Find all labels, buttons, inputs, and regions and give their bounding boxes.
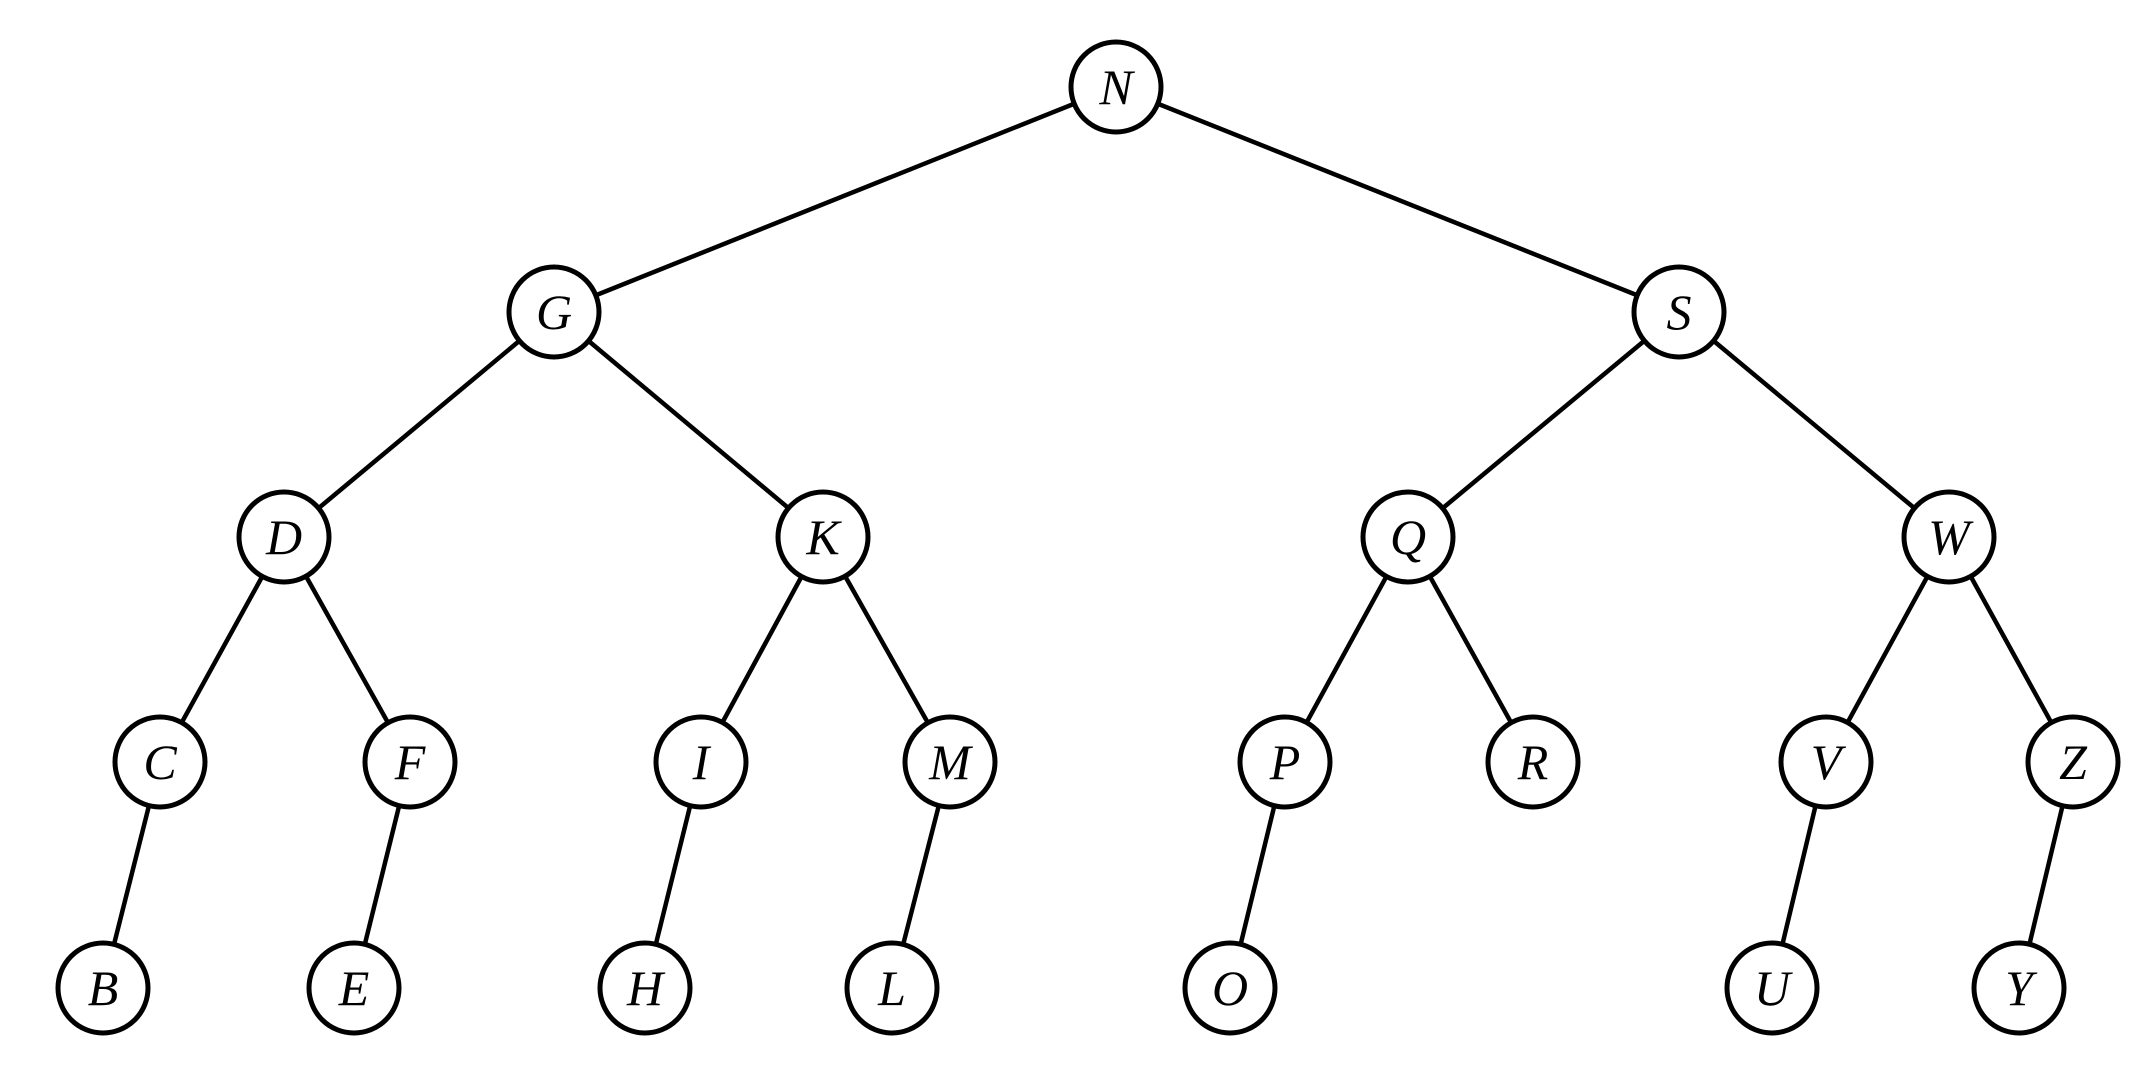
tree-node-circle-K — [775, 489, 871, 585]
tree-node-B: B — [55, 940, 151, 1036]
tree-node-label-Y: Y — [2005, 960, 2038, 1016]
tree-node-L: L — [844, 940, 940, 1036]
tree-node-label-U: U — [1754, 960, 1793, 1016]
tree-node-label-F: F — [394, 734, 426, 790]
tree-node-circle-L — [844, 940, 940, 1036]
tree-node-label-D: D — [265, 509, 302, 565]
tree-node-label-H: H — [626, 960, 666, 1016]
tree-edge-G-K — [552, 310, 825, 539]
tree-node-circle-F — [362, 714, 458, 810]
tree-node-label-Z: Z — [2059, 734, 2088, 790]
tree-node-circle-N — [1068, 39, 1164, 135]
tree-node-label-O: O — [1212, 960, 1248, 1016]
tree-node-circle-Q — [1360, 489, 1456, 585]
tree-node-circle-S — [1631, 264, 1727, 360]
tree-node-N: N — [1068, 39, 1164, 135]
tree-node-label-E: E — [338, 960, 370, 1016]
tree-node-label-V: V — [1811, 734, 1847, 790]
tree-node-label-B: B — [88, 960, 119, 1016]
tree-node-I: I — [653, 714, 749, 810]
tree-node-circle-B — [55, 940, 151, 1036]
tree-node-label-P: P — [1269, 734, 1301, 790]
tree-node-label-M: M — [928, 734, 973, 790]
tree-node-G: G — [506, 264, 602, 360]
tree-node-circle-E — [306, 940, 402, 1036]
tree-node-circle-I — [653, 714, 749, 810]
tree-node-V: V — [1778, 714, 1874, 810]
tree-node-circle-C — [112, 714, 208, 810]
tree-node-label-Q: Q — [1390, 509, 1426, 565]
tree-edge-S-Q — [1406, 310, 1681, 539]
tree-node-R: R — [1485, 714, 1581, 810]
tree-node-D: D — [236, 489, 332, 585]
tree-edge-N-G — [553, 84, 1117, 315]
tree-node-label-R: R — [1517, 734, 1549, 790]
tree-node-label-W: W — [1928, 509, 1974, 565]
tree-node-S: S — [1631, 264, 1727, 360]
tree-node-H: H — [597, 940, 693, 1036]
tree-node-circle-R — [1485, 714, 1581, 810]
tree-node-circle-W — [1901, 489, 1997, 585]
tree-node-circle-V — [1778, 714, 1874, 810]
tree-node-circle-D — [236, 489, 332, 585]
tree-node-F: F — [362, 714, 458, 810]
tree-node-circle-G — [506, 264, 602, 360]
tree-edge-S-W — [1677, 310, 1951, 539]
tree-node-M: M — [902, 714, 998, 810]
tree-node-circle-M — [902, 714, 998, 810]
tree-node-circle-O — [1182, 940, 1278, 1036]
tree-node-label-S: S — [1667, 284, 1692, 340]
tree-edge-G-D — [282, 310, 556, 539]
tree-node-E: E — [306, 940, 402, 1036]
tree-node-label-N: N — [1098, 59, 1135, 115]
tree-node-circle-U — [1724, 940, 1820, 1036]
tree-node-circle-H — [597, 940, 693, 1036]
tree-node-O: O — [1182, 940, 1278, 1036]
tree-node-label-C: C — [143, 734, 177, 790]
tree-node-Z: Z — [2025, 714, 2121, 810]
tree-node-K: K — [775, 489, 871, 585]
tree-node-Y: Y — [1971, 940, 2067, 1036]
tree-node-label-G: G — [536, 284, 572, 340]
tree-node-label-I: I — [692, 734, 712, 790]
tree-node-P: P — [1237, 714, 1333, 810]
tree-node-label-K: K — [805, 509, 842, 565]
tree-node-circle-P — [1237, 714, 1333, 810]
tree-edge-N-S — [1115, 84, 1680, 315]
tree-node-Q: Q — [1360, 489, 1456, 585]
tree-node-W: W — [1901, 489, 1997, 585]
tree-node-circle-Y — [1971, 940, 2067, 1036]
tree-node-U: U — [1724, 940, 1820, 1036]
tree-node-C: C — [112, 714, 208, 810]
tree-node-label-L: L — [877, 960, 906, 1016]
tree-node-circle-Z — [2025, 714, 2121, 810]
